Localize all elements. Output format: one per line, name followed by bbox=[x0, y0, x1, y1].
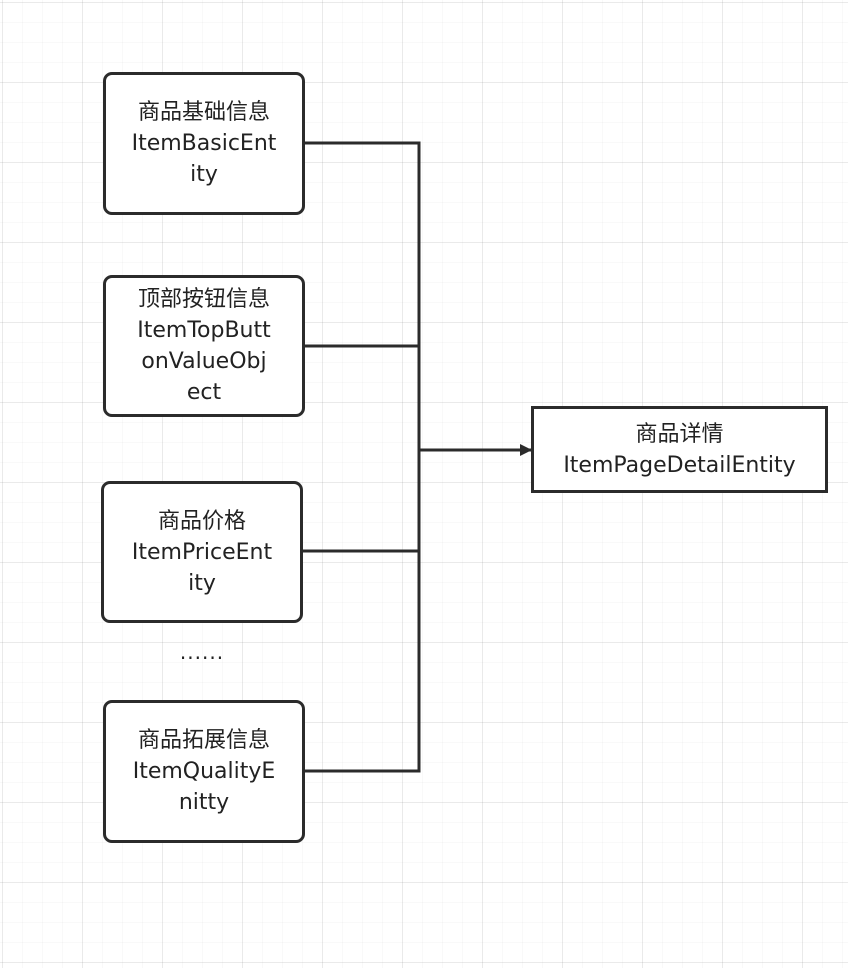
node-en-label-line: ect bbox=[186, 380, 222, 405]
item-price-entity-label: 商品价格 ItemPriceEnt ity bbox=[128, 506, 276, 599]
node-zh-label: 商品价格 bbox=[157, 508, 246, 534]
node-zh-label: 商品拓展信息 bbox=[137, 728, 270, 753]
node-en-label-line: ItemQualityE bbox=[132, 759, 276, 784]
node-en-label-line: nitty bbox=[178, 790, 230, 815]
node-en-label-line: ItemPriceEnt bbox=[131, 539, 273, 565]
node-en-label-line: ItemBasicEnt bbox=[131, 131, 277, 156]
item-page-detail-entity-box: 商品详情 ItemPageDetailEntity bbox=[531, 406, 828, 493]
item-quality-entity-label: 商品拓展信息 ItemQualityE nitty bbox=[129, 725, 280, 818]
item-page-detail-entity-label: 商品详情 ItemPageDetailEntity bbox=[559, 419, 799, 481]
node-en-label: ItemPageDetailEntity bbox=[563, 452, 796, 478]
item-basic-entity-box: 商品基础信息 ItemBasicEnt ity bbox=[103, 72, 305, 215]
item-top-button-box: 顶部按钮信息 ItemTopButt onValueObj ect bbox=[103, 275, 305, 417]
node-en-label-line: ItemTopButt bbox=[137, 318, 271, 343]
more-items-ellipsis: ...... bbox=[179, 640, 225, 664]
node-en-label-line: ity bbox=[188, 570, 216, 596]
item-price-entity-box: 商品价格 ItemPriceEnt ity bbox=[101, 481, 303, 623]
node-en-label-line: ity bbox=[190, 162, 218, 187]
item-top-button-label: 顶部按钮信息 ItemTopButt onValueObj ect bbox=[133, 284, 275, 408]
node-zh-label: 商品详情 bbox=[635, 421, 724, 447]
item-quality-entity-box: 商品拓展信息 ItemQualityE nitty bbox=[103, 700, 305, 843]
node-en-label-line: onValueObj bbox=[141, 349, 267, 374]
item-basic-entity-label: 商品基础信息 ItemBasicEnt ity bbox=[128, 97, 281, 190]
node-zh-label: 商品基础信息 bbox=[137, 100, 270, 125]
node-zh-label: 顶部按钮信息 bbox=[137, 287, 270, 312]
